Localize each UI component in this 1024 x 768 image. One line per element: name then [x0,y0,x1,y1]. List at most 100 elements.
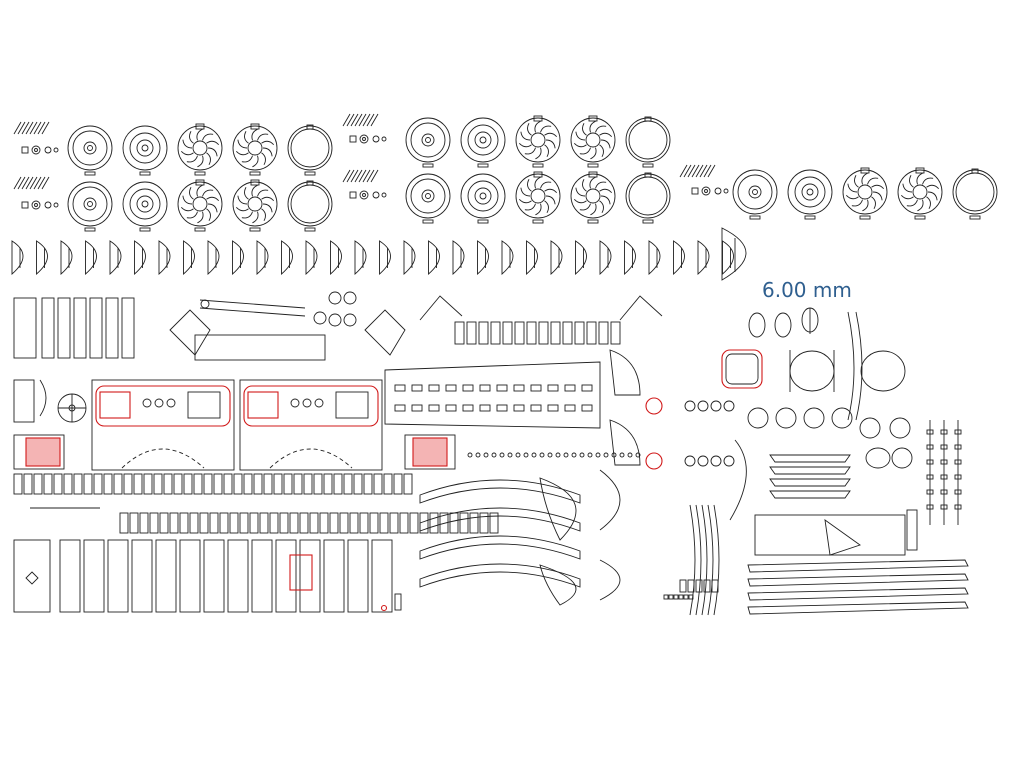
wheel-rim [467,180,499,212]
wheel-spoke [926,184,940,189]
tab-piece [23,473,33,495]
wheel-spoke [544,188,558,193]
vent-slat [707,164,716,178]
wheel-spoke [207,203,218,213]
wheel-inner-ring [290,184,330,224]
bolt-dot [531,452,537,458]
rod-tab [926,489,934,495]
wheel-spoke [186,211,198,219]
wheel-slot [749,215,761,220]
wheel-hub [912,184,928,200]
bolt-dot [475,452,481,458]
tab-piece [189,512,199,534]
tab-piece [309,512,319,534]
wheel-rim [129,132,161,164]
body-panel [251,539,273,613]
wheel-spoke [917,199,924,212]
pillar-part [41,297,55,359]
long-rail [747,559,969,573]
wheel-outer-ring [842,169,888,215]
wheel-spoke [909,175,914,188]
nut-piece [688,594,694,600]
rod-tab [954,504,962,510]
wheel-tab [860,167,870,174]
wheel-spoke [524,147,536,155]
tab-piece [489,512,499,534]
wheel-slot [304,227,316,232]
red-dot [380,604,388,612]
wheel-spoke [861,172,868,185]
tab-piece [333,473,343,495]
right-top-wheel [732,169,778,220]
tab-piece [249,512,259,534]
nut-piece [668,594,674,600]
frame-tab [466,321,477,345]
wheel-outer-ring [460,173,506,219]
clip [343,291,357,305]
grille-engrave [25,437,61,467]
wheel-outer-ring [515,117,561,163]
tab-piece [209,512,219,534]
wheel-spoke [545,195,556,205]
mid-top-wheel [405,117,451,168]
wheel-spoke [235,207,249,212]
wheel-spoke [520,187,531,197]
vent-slat [358,113,367,127]
fender-part [609,419,641,466]
wheel-spoke [182,195,193,205]
bolt-dot [523,452,529,458]
tab-piece [393,473,403,495]
tab-piece [83,473,93,495]
tab-piece [299,512,309,534]
wheel-spoke [590,203,597,216]
wheel-inner-ring [955,172,995,212]
tab-piece [439,512,449,534]
vent-slat [699,164,708,178]
hub-part [359,190,369,200]
disc-part [748,312,766,338]
wheel-spoke [261,208,266,221]
wheel-hub [136,195,154,213]
tab-piece [293,473,303,495]
wheel-outer-ring [732,169,778,215]
wheel-spoke [847,183,858,193]
leaf-spring [689,504,696,616]
wheel-spoke [251,184,258,197]
fender-arc [501,240,514,275]
rod-tab [940,459,948,465]
wheel-hub [585,132,601,148]
left-top-wheel [232,123,278,176]
vent-slat [25,121,34,135]
wheel-spoke [518,199,532,204]
tab-piece [409,512,419,534]
hub-part [44,146,52,154]
wheel-axle-hole [87,145,93,151]
fender-arc [624,240,636,275]
vent-slat [25,176,34,190]
tab-piece [199,512,209,534]
wheel-spoke [520,131,531,141]
rod-end [200,299,210,309]
bolt-dot [587,452,593,458]
wheel-spoke [197,211,204,224]
tab-piece [219,512,229,534]
washer [723,455,735,467]
right-top-wheel [842,167,888,220]
wheel-outer-ring [287,125,333,171]
chassis-slot [547,404,559,412]
wheel-spoke [235,151,249,156]
vent-slat [342,113,351,127]
small-strip [394,593,402,611]
wheel-spoke [237,139,248,149]
grille-engrave [412,437,448,467]
wheel-rim [72,130,108,166]
wheel-slot [477,219,489,224]
wheel-hub [474,187,492,205]
bracket [364,309,406,356]
mirror-part [725,353,759,385]
tab-piece [13,473,23,495]
washer [684,455,696,467]
wheel-axle-hole [806,188,814,196]
beam-part [769,466,851,475]
wheel-slot [859,215,871,220]
